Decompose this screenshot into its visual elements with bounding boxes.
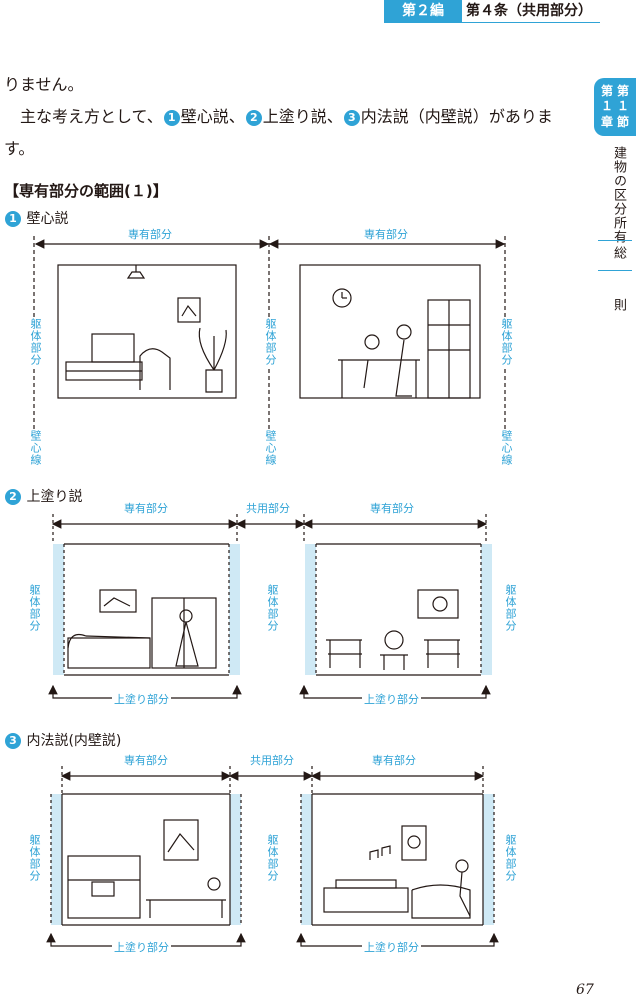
part3-label-right: 専有部分 xyxy=(370,752,418,768)
body-line-3: す。 xyxy=(4,139,35,158)
chapter-tab: 第 第 １ １ 節 章 xyxy=(594,78,636,136)
tab-char: １ xyxy=(616,99,629,113)
chapter-title: 建物の区分所有 xyxy=(611,146,626,244)
side-divider xyxy=(598,240,632,241)
part2-wall-label: 躯体部分 xyxy=(502,584,518,632)
tab-char: １ xyxy=(600,99,613,113)
section-char: 総 xyxy=(611,246,626,260)
side-divider xyxy=(598,270,632,271)
part3-wall-label: 躯体部分 xyxy=(26,834,42,882)
part2-title: 2 上塗り説 xyxy=(4,486,82,506)
part1-wall-label: 躯体部分 xyxy=(262,318,278,366)
part2-coat-label: 上塗り部分 xyxy=(112,691,171,707)
part1-core-line-label: 壁心線 xyxy=(27,430,43,466)
part2-wall-label: 躯体部分 xyxy=(264,584,280,632)
body-line-1: りません。 xyxy=(4,75,84,94)
figure-section-title: 【専有部分の範囲(１)】 xyxy=(4,182,168,200)
part1-wall-label: 躯体部分 xyxy=(498,318,514,366)
part3-coat-label: 上塗り部分 xyxy=(362,939,421,955)
part2-wall-label: 躯体部分 xyxy=(26,584,42,632)
part2-label-mid: 共用部分 xyxy=(244,500,292,516)
part2-label-right: 専有部分 xyxy=(368,500,416,516)
tab-char: 節 xyxy=(616,115,629,129)
part1-core-line-label: 壁心線 xyxy=(262,430,278,466)
part1-core-line-label: 壁心線 xyxy=(498,430,514,466)
part2-label-left: 専有部分 xyxy=(122,500,170,516)
tab-char: 第 xyxy=(616,84,629,98)
part3-label-left: 専有部分 xyxy=(122,752,170,768)
part3-wall-label: 躯体部分 xyxy=(264,834,280,882)
part1-wall-label: 躯体部分 xyxy=(27,318,43,366)
header-rule xyxy=(384,22,600,23)
part2-coat-label: 上塗り部分 xyxy=(362,691,421,707)
tab-char: 章 xyxy=(600,115,613,129)
part3-title: 3 内法説(内壁説) xyxy=(4,730,121,750)
part1-title: 1 壁心説 xyxy=(4,208,68,228)
part3-coat-label: 上塗り部分 xyxy=(112,939,171,955)
part1-label-right: 専有部分 xyxy=(362,226,410,242)
tab-char: 第 xyxy=(600,84,613,98)
part1-label-left: 専有部分 xyxy=(126,226,174,242)
section-char: 則 xyxy=(611,298,626,312)
chapter-badge: 第２編 xyxy=(384,0,462,22)
page-number: 67 xyxy=(576,982,594,998)
article-title: 第４条（共用部分） xyxy=(466,3,592,19)
part3-label-mid: 共用部分 xyxy=(248,752,296,768)
part3-wall-label: 躯体部分 xyxy=(502,834,518,882)
